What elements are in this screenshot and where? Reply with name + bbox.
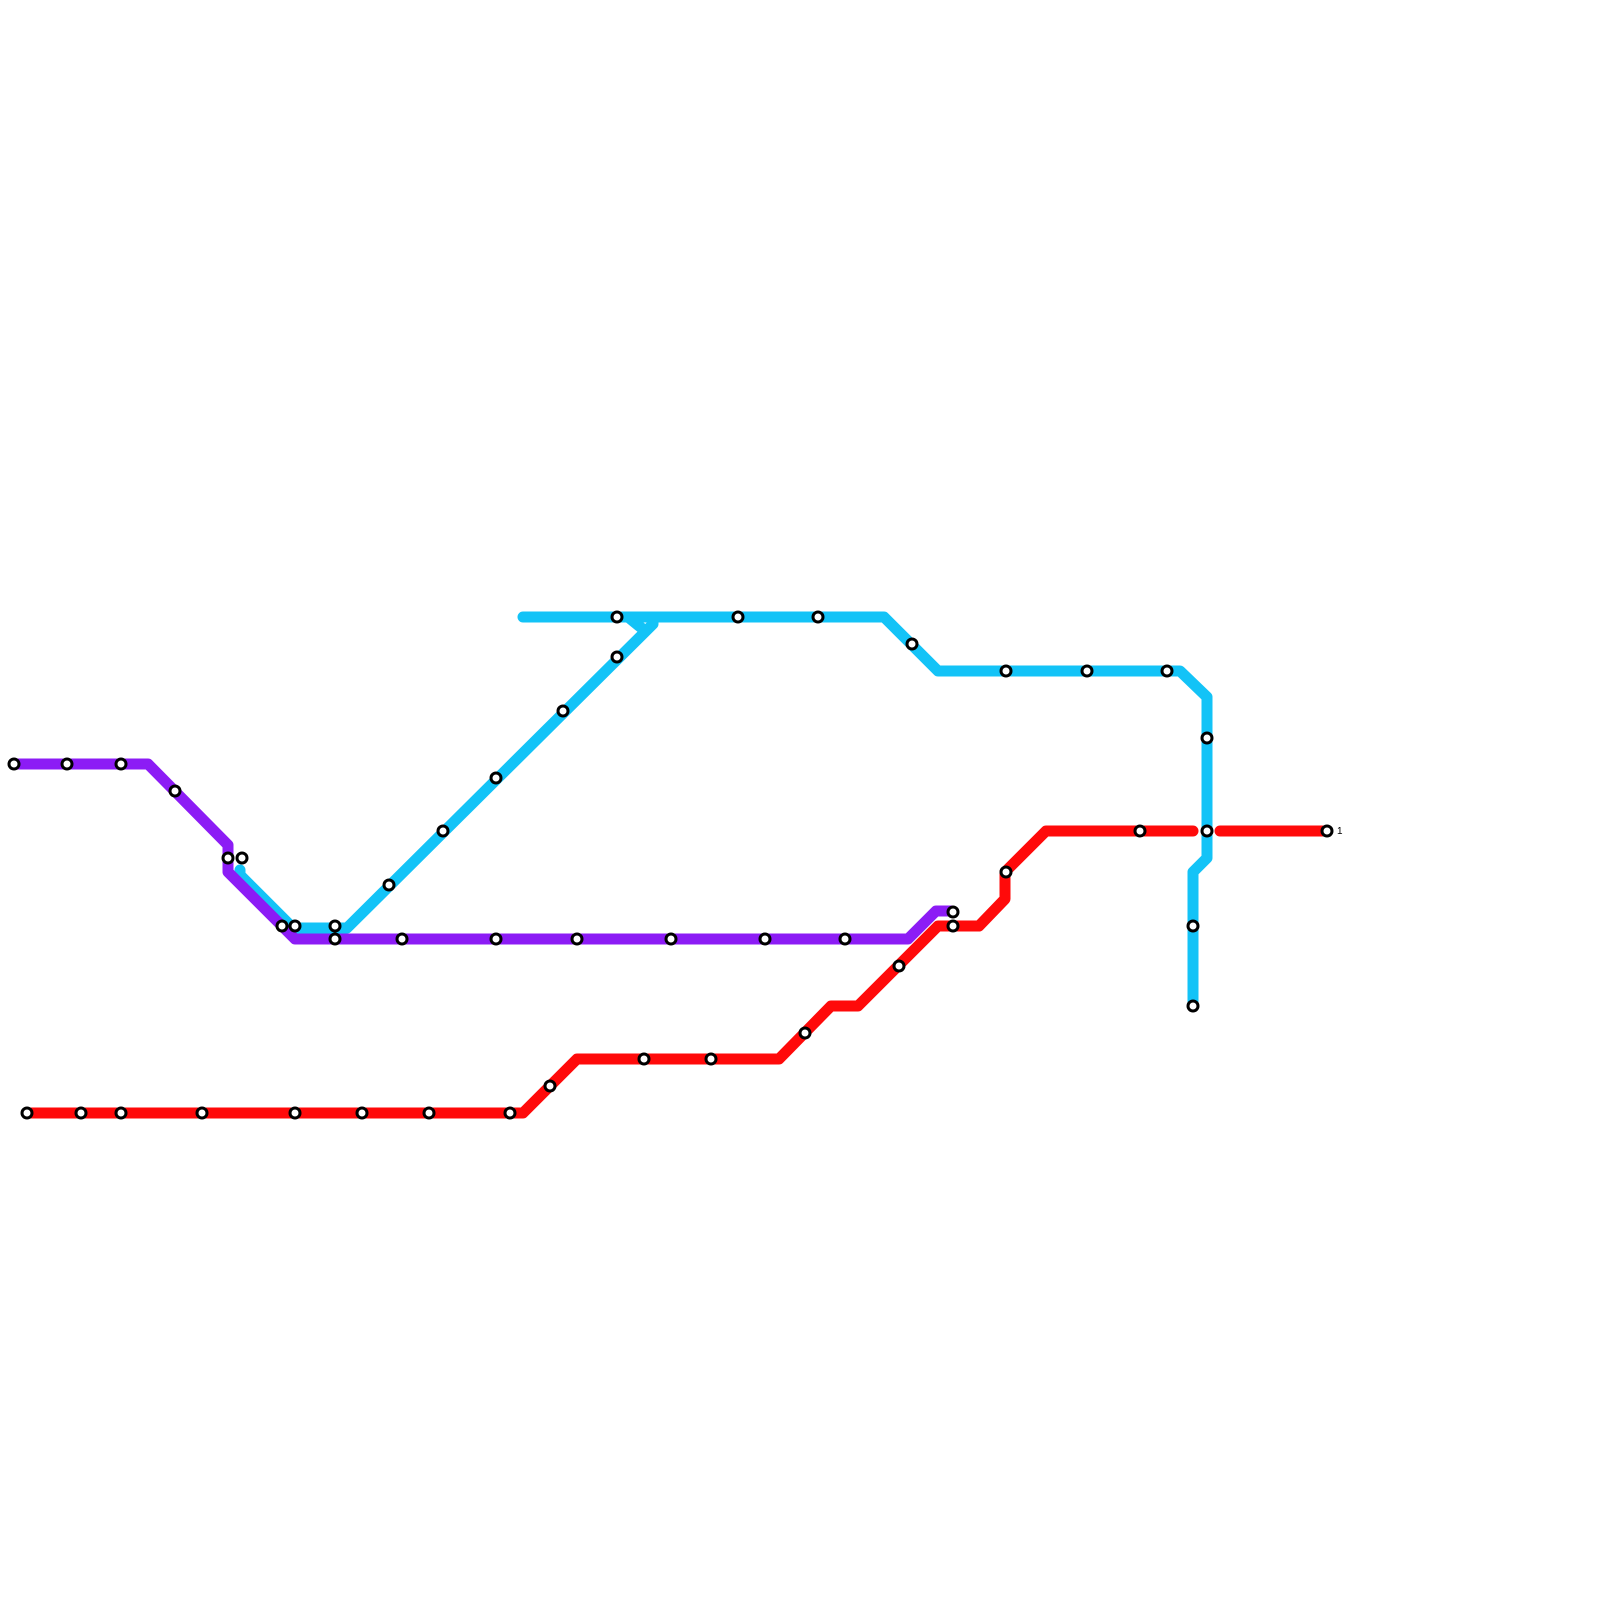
station-marker[interactable] (999, 664, 1013, 678)
lines-layer (8, 611, 1333, 1119)
station-marker[interactable] (275, 919, 289, 933)
station-marker[interactable] (892, 959, 906, 973)
station-marker[interactable] (288, 919, 302, 933)
station-marker[interactable] (422, 1106, 436, 1120)
station-marker[interactable] (543, 1079, 557, 1093)
station-marker[interactable] (288, 1106, 302, 1120)
station-marker[interactable] (221, 851, 235, 865)
station-marker[interactable] (758, 932, 772, 946)
station-marker[interactable] (235, 851, 249, 865)
station-marker[interactable] (489, 932, 503, 946)
station-marker[interactable] (328, 932, 342, 946)
route-cyan-line (234, 611, 659, 934)
station-marker[interactable] (436, 824, 450, 838)
station-marker[interactable] (556, 704, 570, 718)
station-marker[interactable] (905, 637, 919, 651)
station-marker[interactable] (637, 1052, 651, 1066)
station-marker[interactable] (395, 932, 409, 946)
station-marker[interactable] (7, 757, 21, 771)
station-marker[interactable] (946, 905, 960, 919)
station-marker[interactable] (114, 757, 128, 771)
station-marker[interactable] (999, 865, 1013, 879)
station-marker[interactable] (664, 932, 678, 946)
station-marker[interactable] (382, 878, 396, 892)
station-marker[interactable] (195, 1106, 209, 1120)
station-marker[interactable] (1080, 664, 1094, 678)
route-cyan-line (647, 611, 1213, 1012)
station-marker[interactable] (20, 1106, 34, 1120)
station-marker[interactable] (1186, 999, 1200, 1013)
station-label: 1 (1337, 826, 1343, 837)
station-marker[interactable] (1133, 824, 1147, 838)
station-marker[interactable] (60, 757, 74, 771)
route-cyan-line (622, 611, 650, 636)
station-marker[interactable] (731, 610, 745, 624)
station-marker[interactable] (489, 771, 503, 785)
station-marker[interactable] (570, 932, 584, 946)
station-marker[interactable] (74, 1106, 88, 1120)
route-red-line (21, 825, 1199, 1119)
station-marker[interactable] (838, 932, 852, 946)
station-marker[interactable] (704, 1052, 718, 1066)
station-marker[interactable] (168, 784, 182, 798)
station-marker[interactable] (503, 1106, 517, 1120)
station-marker[interactable] (946, 919, 960, 933)
station-marker[interactable] (1160, 664, 1174, 678)
stations-layer (7, 610, 1334, 1120)
station-marker[interactable] (1200, 731, 1214, 745)
station-marker[interactable] (355, 1106, 369, 1120)
station-marker[interactable] (1320, 824, 1334, 838)
station-marker[interactable] (811, 610, 825, 624)
station-marker[interactable] (1186, 919, 1200, 933)
station-marker[interactable] (798, 1026, 812, 1040)
station-marker[interactable] (328, 919, 342, 933)
station-marker[interactable] (1200, 824, 1214, 838)
station-marker[interactable] (114, 1106, 128, 1120)
station-marker[interactable] (610, 650, 624, 664)
station-marker[interactable] (610, 610, 624, 624)
